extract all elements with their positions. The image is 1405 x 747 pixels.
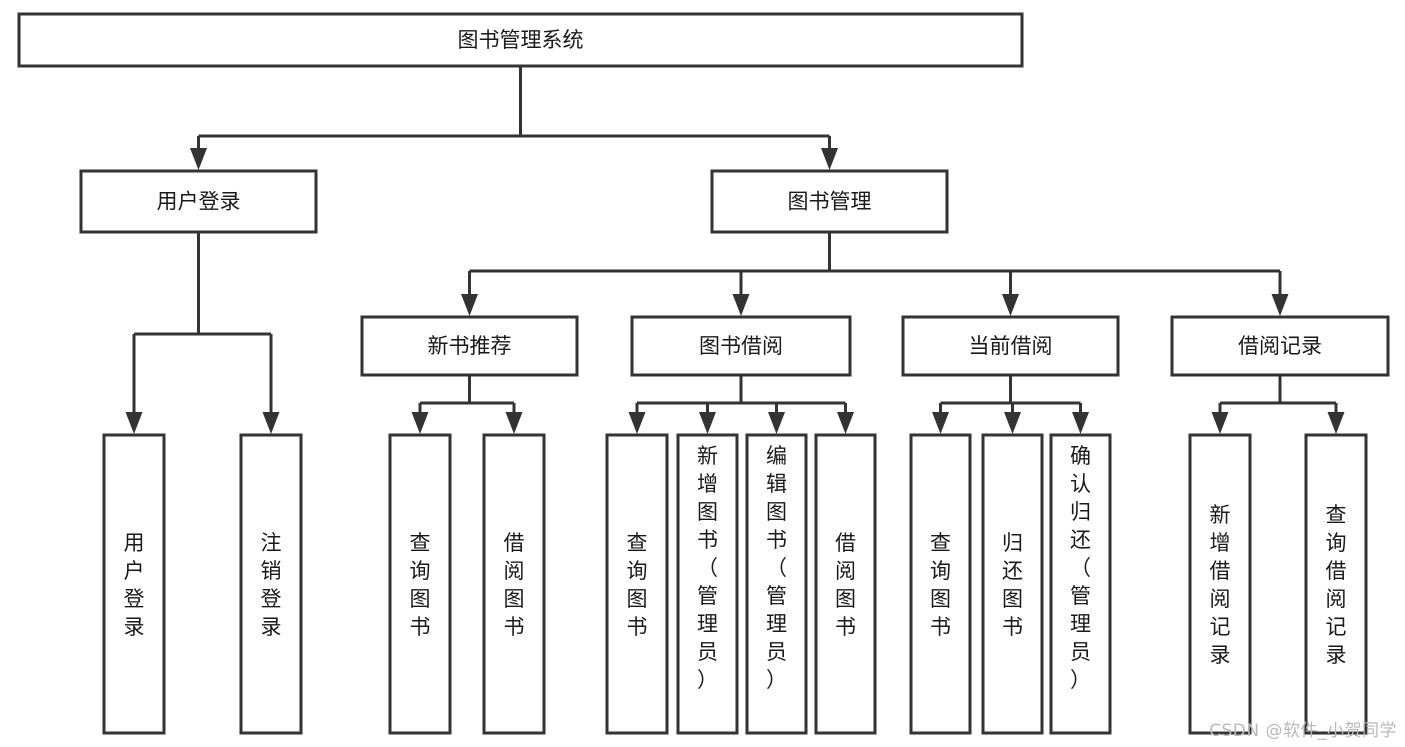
node-l-userlogin[interactable]: 用户登录 [102,433,166,735]
arrow-head-icon [932,412,949,434]
node-box[interactable] [1188,433,1252,735]
node-box[interactable] [1170,315,1390,377]
node-n-borrow[interactable]: 图书借阅 [630,315,852,377]
arrow-head-icon [505,412,523,434]
node-root[interactable]: 图书管理系统 [17,12,1024,68]
arrow-head-icon [125,412,143,434]
arrow-head-icon [1271,294,1289,316]
arrow-head-icon [1327,412,1345,434]
node-label: 图书管理系统 [458,28,584,52]
watermark-label: CSDN @软件_小贺同学 [1209,721,1397,741]
node-label: 查询图书 [627,531,648,639]
node-box[interactable] [1304,433,1368,735]
node-box[interactable] [239,433,303,735]
node-l-bo-query[interactable]: 查询图书 [605,433,669,735]
connector-layer [125,66,1345,434]
node-label: 确认归还（管理员） [1070,444,1091,692]
arrow-head-icon [837,412,854,434]
node-label: 借阅图书 [835,531,856,639]
arrow-head-icon [699,412,716,434]
node-n-bookmgmt[interactable]: 图书管理 [710,169,949,234]
arrow-head-icon [1211,412,1229,434]
arrow-head-icon [411,412,429,434]
node-l-nb-query[interactable]: 查询图书 [388,433,452,735]
node-n-records[interactable]: 借阅记录 [1170,315,1390,377]
node-box[interactable] [482,433,546,735]
arrow-head-icon [821,148,838,170]
node-label: 用户登录 [157,190,241,214]
arrow-head-icon [1004,412,1021,434]
node-l-bo-add[interactable]: 新增图书（管理员） [676,433,739,735]
node-n-login[interactable]: 用户登录 [79,169,318,234]
node-n-newbook[interactable]: 新书推荐 [360,315,579,377]
node-label: 编辑图书（管理员） [766,444,787,692]
edge-group-n-records [1211,375,1345,434]
node-box[interactable] [102,433,166,735]
node-box[interactable] [901,315,1120,377]
node-l-cu-confirm[interactable]: 确认归还（管理员） [1049,433,1112,735]
node-l-cu-return[interactable]: 归还图书 [981,433,1044,735]
node-n-current[interactable]: 当前借阅 [901,315,1120,377]
node-box[interactable] [676,433,739,735]
node-l-bo-edit[interactable]: 编辑图书（管理员） [745,433,808,735]
node-l-nb-borrow[interactable]: 借阅图书 [482,433,546,735]
edge-group-root [190,66,838,170]
node-box[interactable] [745,433,808,735]
node-label: 归还图书 [1002,531,1023,639]
arrow-head-icon [1072,412,1089,434]
node-label: 新增借阅记录 [1210,503,1231,667]
node-box[interactable] [630,315,852,377]
node-label: 查询图书 [930,531,951,639]
node-label: 图书管理 [788,190,872,214]
node-l-re-query[interactable]: 查询借阅记录 [1304,433,1368,735]
arrow-head-icon [262,412,280,434]
node-label: 注销登录 [261,531,282,639]
arrow-head-icon [461,294,478,316]
edge-group-n-bookmgmt [461,232,1289,316]
node-l-bo-lend[interactable]: 借阅图书 [814,433,877,735]
edge-group-n-borrow [628,375,854,434]
node-l-re-add[interactable]: 新增借阅记录 [1188,433,1252,735]
edge-group-n-login [125,232,280,434]
node-label: 当前借阅 [969,334,1053,358]
node-box[interactable] [79,169,318,234]
node-box[interactable] [605,433,669,735]
arrow-head-icon [628,412,646,434]
node-l-logout[interactable]: 注销登录 [239,433,303,735]
node-box[interactable] [981,433,1044,735]
node-box[interactable] [814,433,877,735]
node-box[interactable] [1049,433,1112,735]
node-box[interactable] [710,169,949,234]
edge-group-n-current [932,375,1089,434]
node-box[interactable] [360,315,579,377]
node-box[interactable] [909,433,972,735]
node-label: 新增图书（管理员） [697,444,718,692]
node-label: 借阅记录 [1238,334,1322,358]
node-label: 借阅图书 [504,531,525,639]
node-label: 查询借阅记录 [1326,503,1347,667]
node-layer: 图书管理系统用户登录图书管理新书推荐图书借阅当前借阅借阅记录用户登录注销登录查询… [17,12,1390,735]
node-label: 图书借阅 [699,334,783,358]
node-label: 用户登录 [124,531,145,639]
arrow-head-icon [732,294,750,316]
node-box[interactable] [388,433,452,735]
node-label: 新书推荐 [428,334,512,358]
node-l-cu-query[interactable]: 查询图书 [909,433,972,735]
arrow-head-icon [1002,294,1019,316]
edge-group-n-newbook [411,375,523,434]
node-label: 查询图书 [410,531,431,639]
arrow-head-icon [190,148,207,170]
node-box[interactable] [17,12,1024,68]
arrow-head-icon [768,412,785,434]
